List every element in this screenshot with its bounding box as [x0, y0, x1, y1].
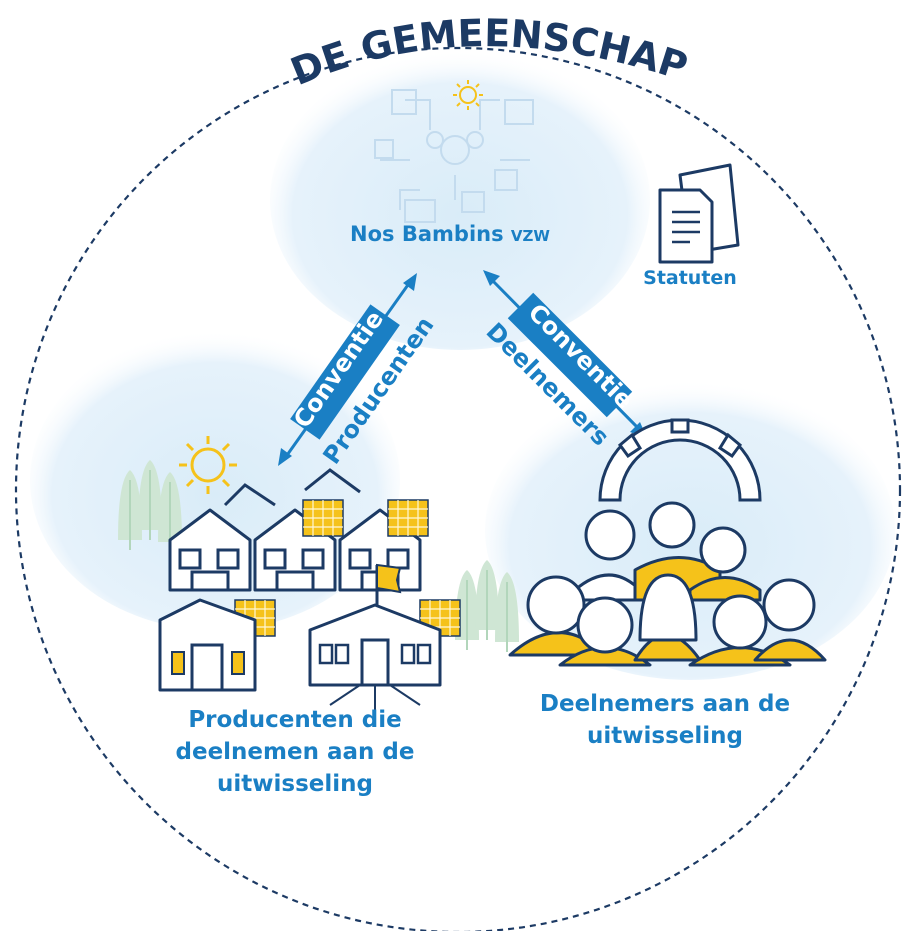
producers-label-line1: Producenten die — [188, 707, 402, 733]
organization-name-text: Nos Bambins — [350, 222, 504, 246]
network-icon — [374, 89, 534, 223]
sun-icon — [179, 436, 237, 494]
community-boundary — [15, 47, 901, 931]
producers-illustration — [117, 436, 520, 710]
organization-name: Nos Bambins VZW — [300, 222, 600, 246]
producers-label-line3: uitwisseling — [217, 771, 373, 797]
participants-label-line1: Deelnemers aan de — [539, 691, 791, 717]
organization-suffix: VZW — [510, 227, 550, 245]
flag-icon — [375, 563, 402, 605]
gear-icon — [598, 418, 762, 502]
convention-producers-arrow — [278, 273, 417, 466]
producers-label: Producenten die deelnemen aan de uitwiss… — [130, 704, 460, 800]
document-stack-icon — [658, 163, 740, 264]
participants-label-line2: uitwisseling — [587, 723, 743, 749]
participants-illustration — [508, 418, 827, 667]
producers-label-line2: deelnemen aan de — [175, 739, 415, 765]
organization-sky — [270, 50, 650, 350]
small-sun-icon — [453, 80, 483, 110]
statuten-label: Statuten — [643, 267, 737, 289]
participants-label: Deelnemers aan de uitwisseling — [500, 688, 830, 752]
